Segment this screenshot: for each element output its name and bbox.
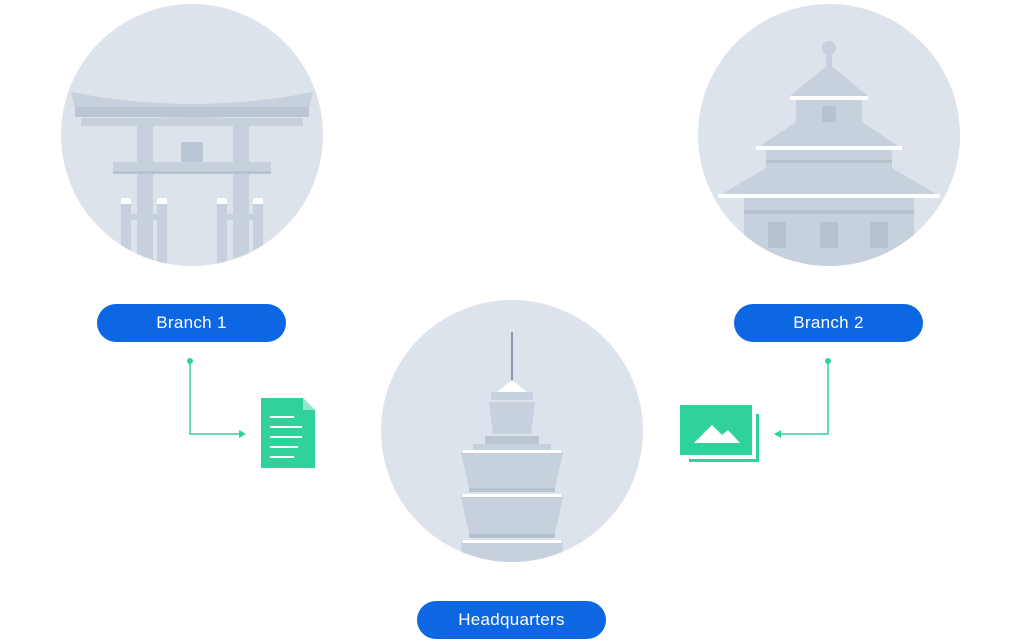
branch2-landmark-circle <box>698 4 960 266</box>
temple-of-heaven-icon <box>718 41 940 266</box>
branch1-connector-arrow <box>187 358 246 438</box>
image-stack-icon <box>680 405 759 462</box>
headquarters-landmark-circle <box>381 300 643 562</box>
branch1-landmark-circle <box>61 4 323 266</box>
taipei-101-tower-icon <box>461 332 563 562</box>
branch2-label: Branch 2 <box>734 304 923 342</box>
headquarters-label: Headquarters <box>417 601 606 639</box>
branch1-label: Branch 1 <box>97 304 286 342</box>
torii-gate-icon <box>71 92 313 266</box>
document-icon <box>261 398 315 468</box>
branch2-connector-arrow <box>774 358 831 438</box>
